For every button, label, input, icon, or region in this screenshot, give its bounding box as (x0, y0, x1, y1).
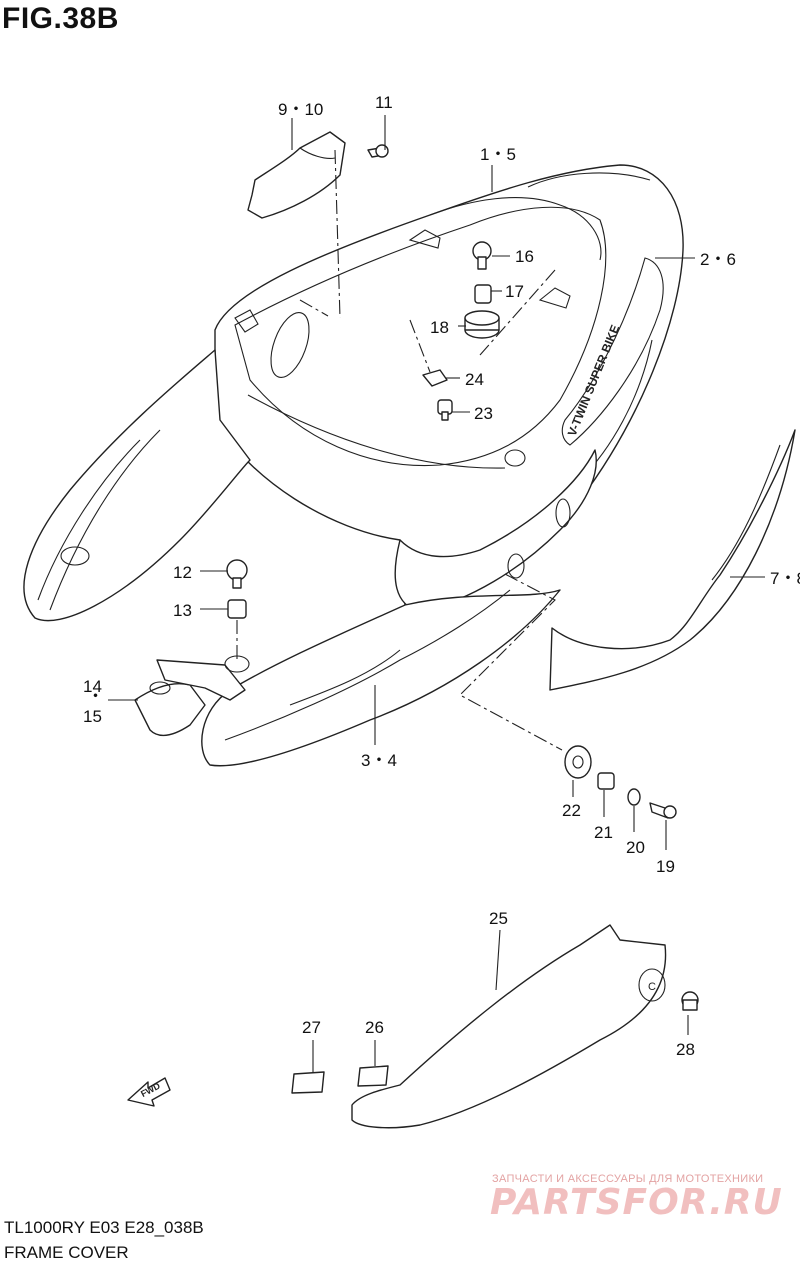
callout-labels: 9・10 11 1・5 2・6 16 17 18 24 23 12 13 14 … (83, 93, 800, 1059)
under-cover: C (351, 924, 667, 1129)
watermark-subtitle: ЗАПЧАСТИ И АКСЕССУАРЫ ДЛЯ МОТОТЕХНИКИ (492, 1173, 764, 1185)
callout-22: 22 (562, 801, 581, 820)
bracket-14-15 (134, 655, 250, 737)
callout-13: 13 (173, 601, 192, 620)
callout-12: 12 (173, 563, 192, 582)
callout-14: 14 (83, 677, 102, 696)
watermark-logo: PARTSFOR.RU (490, 1182, 783, 1223)
fasteners: FWD (127, 144, 699, 1107)
callout-21: 21 (594, 823, 613, 842)
callout-11: 11 (375, 93, 393, 112)
callout-23: 23 (474, 404, 493, 423)
frame-cover-side (23, 349, 597, 767)
model-code: TL1000RY E03 E28_038B (4, 1218, 204, 1237)
section-name: FRAME COVER (4, 1243, 129, 1262)
bracket-9-10 (247, 131, 346, 219)
callout-16: 16 (515, 247, 534, 266)
callout-20: 20 (626, 838, 645, 857)
callout-17: 17 (505, 282, 524, 301)
callout-25: 25 (489, 909, 508, 928)
figure-title: FIG.38B (2, 2, 119, 35)
seat-tail-cover: V-TWIN SUPER BIKE (214, 164, 684, 606)
callout-7-8: 7・8 (770, 569, 800, 588)
callout-28: 28 (676, 1040, 695, 1059)
callout-18: 18 (430, 318, 449, 337)
callout-27: 27 (302, 1018, 321, 1037)
leader-lines (108, 115, 765, 1072)
callout-15: 15 (83, 707, 102, 726)
svg-text:・: ・ (87, 687, 104, 706)
callout-3-4: 3・4 (361, 751, 397, 770)
side-panel-right (549, 429, 796, 691)
callout-2-6: 2・6 (700, 250, 736, 269)
svg-text:C: C (648, 981, 656, 993)
callout-19: 19 (656, 857, 675, 876)
callout-26: 26 (365, 1018, 384, 1037)
callout-1-5: 1・5 (480, 145, 516, 164)
callout-9-10: 9・10 (278, 100, 323, 119)
callout-24: 24 (465, 370, 484, 389)
